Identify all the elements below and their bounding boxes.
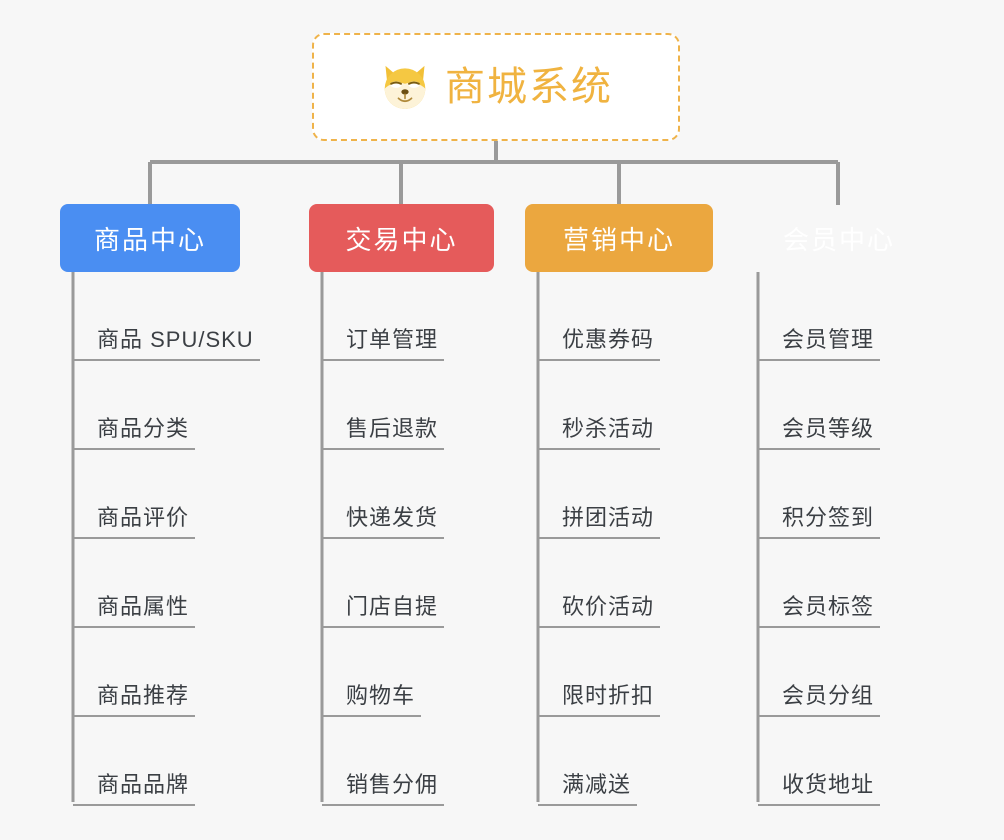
branch-header-1[interactable]: 交易中心 xyxy=(309,204,494,272)
branch-column-1: 交易中心 订单管理 售后退款 快递发货 门店自提 购物车 销售分佣 xyxy=(309,204,494,806)
leaf-label: 商品 SPU/SKU xyxy=(73,327,260,361)
leaf-label: 会员等级 xyxy=(758,416,881,450)
leaf-label: 商品品牌 xyxy=(73,772,196,806)
dog-face-icon xyxy=(384,65,426,109)
leaf-list-0: 商品 SPU/SKU 商品分类 商品评价 商品属性 商品推荐 商品品牌 xyxy=(60,272,300,806)
leaf-item[interactable]: 购物车 xyxy=(322,628,494,717)
leaf-label: 砍价活动 xyxy=(538,594,661,628)
leaf-item[interactable]: 砍价活动 xyxy=(538,539,713,628)
leaf-item[interactable]: 会员标签 xyxy=(758,539,933,628)
leaf-item[interactable]: 售后退款 xyxy=(322,361,494,450)
branch-column-0: 商品中心 商品 SPU/SKU 商品分类 商品评价 商品属性 商品推荐 商品品牌 xyxy=(60,204,300,806)
leaf-list-1: 订单管理 售后退款 快递发货 门店自提 购物车 销售分佣 xyxy=(309,272,494,806)
leaf-label: 商品评价 xyxy=(73,505,196,539)
branch-column-3: 会员中心 会员管理 会员等级 积分签到 会员标签 会员分组 收货地址 xyxy=(745,204,933,806)
branch-header-2[interactable]: 营销中心 xyxy=(525,204,713,272)
leaf-item[interactable]: 会员等级 xyxy=(758,361,933,450)
leaf-item[interactable]: 会员管理 xyxy=(758,272,933,361)
leaf-label: 满减送 xyxy=(538,772,638,806)
leaf-label: 会员管理 xyxy=(758,327,881,361)
leaf-label: 商品属性 xyxy=(73,594,196,628)
root-title: 商城系统 xyxy=(445,65,613,109)
leaf-item[interactable]: 商品评价 xyxy=(73,450,300,539)
leaf-label: 购物车 xyxy=(322,683,422,717)
leaf-item[interactable]: 订单管理 xyxy=(322,272,494,361)
leaf-item[interactable]: 收货地址 xyxy=(758,717,933,806)
leaf-label: 商品分类 xyxy=(73,416,196,450)
leaf-item[interactable]: 商品 SPU/SKU xyxy=(73,272,300,361)
leaf-label: 秒杀活动 xyxy=(538,416,661,450)
leaf-label: 售后退款 xyxy=(322,416,445,450)
branch-header-0[interactable]: 商品中心 xyxy=(60,204,240,272)
branch-header-3[interactable]: 会员中心 xyxy=(782,224,895,255)
leaf-label: 订单管理 xyxy=(322,327,445,361)
leaf-item[interactable]: 满减送 xyxy=(538,717,713,806)
leaf-item[interactable]: 拼团活动 xyxy=(538,450,713,539)
leaf-label: 销售分佣 xyxy=(322,772,445,806)
leaf-item[interactable]: 秒杀活动 xyxy=(538,361,713,450)
branch-column-2: 营销中心 优惠券码 秒杀活动 拼团活动 砍价活动 限时折扣 满减送 xyxy=(525,204,713,806)
leaf-label: 会员分组 xyxy=(758,683,881,717)
leaf-label: 商品推荐 xyxy=(73,683,196,717)
root-node[interactable]: 商城系统 xyxy=(312,33,680,141)
leaf-item[interactable]: 快递发货 xyxy=(322,450,494,539)
leaf-item[interactable]: 商品属性 xyxy=(73,539,300,628)
leaf-item[interactable]: 商品推荐 xyxy=(73,628,300,717)
leaf-label: 门店自提 xyxy=(322,594,445,628)
leaf-label: 收货地址 xyxy=(758,772,881,806)
leaf-label: 限时折扣 xyxy=(538,683,661,717)
leaf-item[interactable]: 商品品牌 xyxy=(73,717,300,806)
leaf-label: 快递发货 xyxy=(322,505,445,539)
leaf-label: 会员标签 xyxy=(758,594,881,628)
leaf-list-2: 优惠券码 秒杀活动 拼团活动 砍价活动 限时折扣 满减送 xyxy=(525,272,713,806)
leaf-label: 拼团活动 xyxy=(538,505,661,539)
leaf-label: 积分签到 xyxy=(758,505,881,539)
leaf-item[interactable]: 销售分佣 xyxy=(322,717,494,806)
leaf-item[interactable]: 商品分类 xyxy=(73,361,300,450)
leaf-label: 优惠券码 xyxy=(538,327,661,361)
leaf-item[interactable]: 优惠券码 xyxy=(538,272,713,361)
leaf-item[interactable]: 门店自提 xyxy=(322,539,494,628)
leaf-item[interactable]: 会员分组 xyxy=(758,628,933,717)
leaf-item[interactable]: 限时折扣 xyxy=(538,628,713,717)
leaf-list-3: 会员管理 会员等级 积分签到 会员标签 会员分组 收货地址 xyxy=(745,272,933,806)
leaf-item[interactable]: 积分签到 xyxy=(758,450,933,539)
